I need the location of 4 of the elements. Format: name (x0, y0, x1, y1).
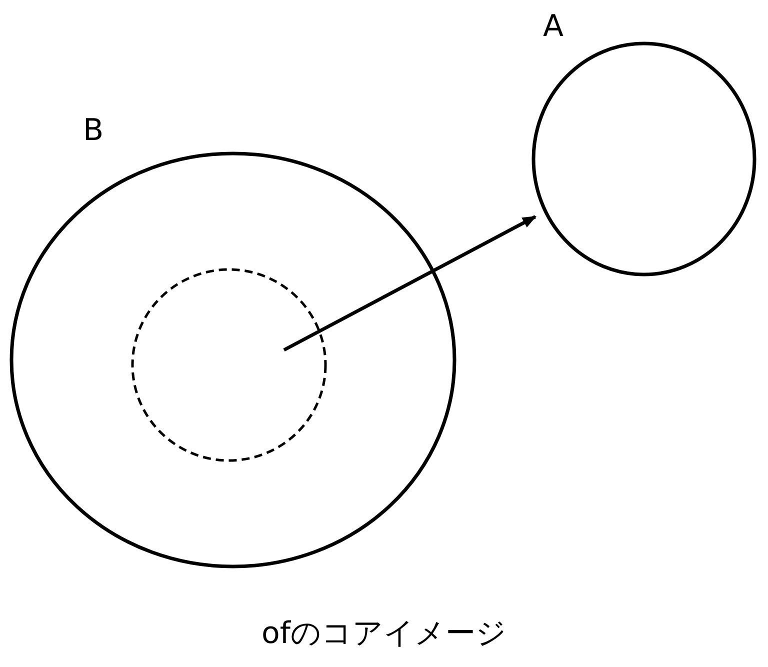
circle-label: A (543, 12, 564, 42)
caption: ofのコアイメージ (262, 616, 506, 651)
circle-label: B (83, 116, 104, 146)
arrow (283, 215, 537, 352)
